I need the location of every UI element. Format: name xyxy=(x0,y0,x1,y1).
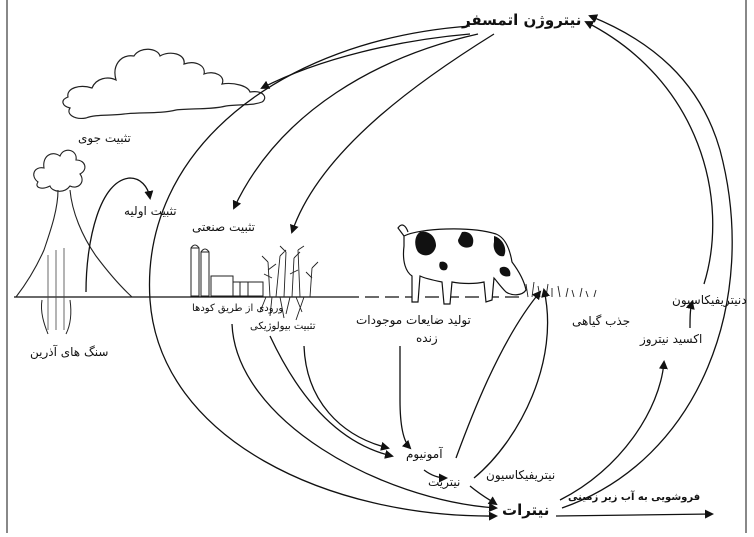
factory-icon xyxy=(190,244,264,297)
cow-icon xyxy=(397,224,527,305)
label-primary-fixation: تثبیت اولیه xyxy=(124,204,177,218)
label-industrial-fixation: تثبیت صنعتی xyxy=(192,220,256,234)
arrow-primary-fixation xyxy=(85,177,154,293)
arrow-leaching xyxy=(555,509,714,519)
cloud-icon xyxy=(62,48,266,119)
arrow-nitrous-to-denitrification xyxy=(685,300,695,329)
arrow-atmosphere-to-biological xyxy=(290,33,495,234)
label-nitrification: نیتریفیکاسیون xyxy=(486,468,556,482)
label-nitrates: نیترات xyxy=(502,501,550,519)
arrow-nitrification-to-plant xyxy=(473,288,550,479)
label-leaching: فروشویی به آب زیر زمینی xyxy=(568,492,701,503)
arrow-fertilizer-to-nitrates xyxy=(231,323,498,513)
label-ammonium: آمونیوم xyxy=(406,447,443,461)
arrows xyxy=(85,14,733,521)
arrow-biological-to-ammonium-2 xyxy=(303,345,390,451)
arrow-nitrates-to-atmosphere-right xyxy=(561,14,733,509)
label-waste-production: تولید ضایعات موجودات xyxy=(356,313,471,327)
arrow-waste-to-ammonium xyxy=(399,346,412,450)
arrow-atmosphere-to-cloud xyxy=(260,33,471,89)
label-nitrous-oxide: اکسید نیتروز xyxy=(640,332,703,346)
label-atmospheric-nitrogen: نیتروژن اتمسفر xyxy=(462,11,582,29)
label-fertilizer-input: ورودی از طریق کودها xyxy=(192,303,284,314)
label-nitrite: نیتریت xyxy=(428,475,461,489)
label-igneous-rocks: سنگ های آذرین xyxy=(30,345,109,359)
volcano-icon xyxy=(15,149,133,335)
legume-plants-icon xyxy=(259,245,319,321)
arrow-nitrite-to-nitrates xyxy=(469,485,498,506)
arrow-nitrates-to-nitrous-oxide xyxy=(559,360,668,501)
arrow-atmosphere-to-nitrates-left xyxy=(148,25,498,521)
label-atmospheric-fixation: تثبیت جوی xyxy=(78,131,131,145)
arrow-denitrification-to-atmosphere xyxy=(584,21,714,285)
grass-icon xyxy=(525,281,597,298)
arrow-ammonium-to-plant xyxy=(455,290,542,459)
arrow-ammonium-to-nitrite xyxy=(423,469,448,483)
label-denitrification: دنیتریفیکاسیون xyxy=(672,293,747,307)
label-biological-fixation: تثبیت بیولوژیکی xyxy=(250,321,316,332)
arrow-atmosphere-to-industrial xyxy=(232,33,479,210)
arrow-biological-to-ammonium xyxy=(269,335,394,459)
label-plant-uptake: جذب گیاهی xyxy=(572,314,631,328)
label-waste-production-line2: زنده xyxy=(416,331,438,345)
